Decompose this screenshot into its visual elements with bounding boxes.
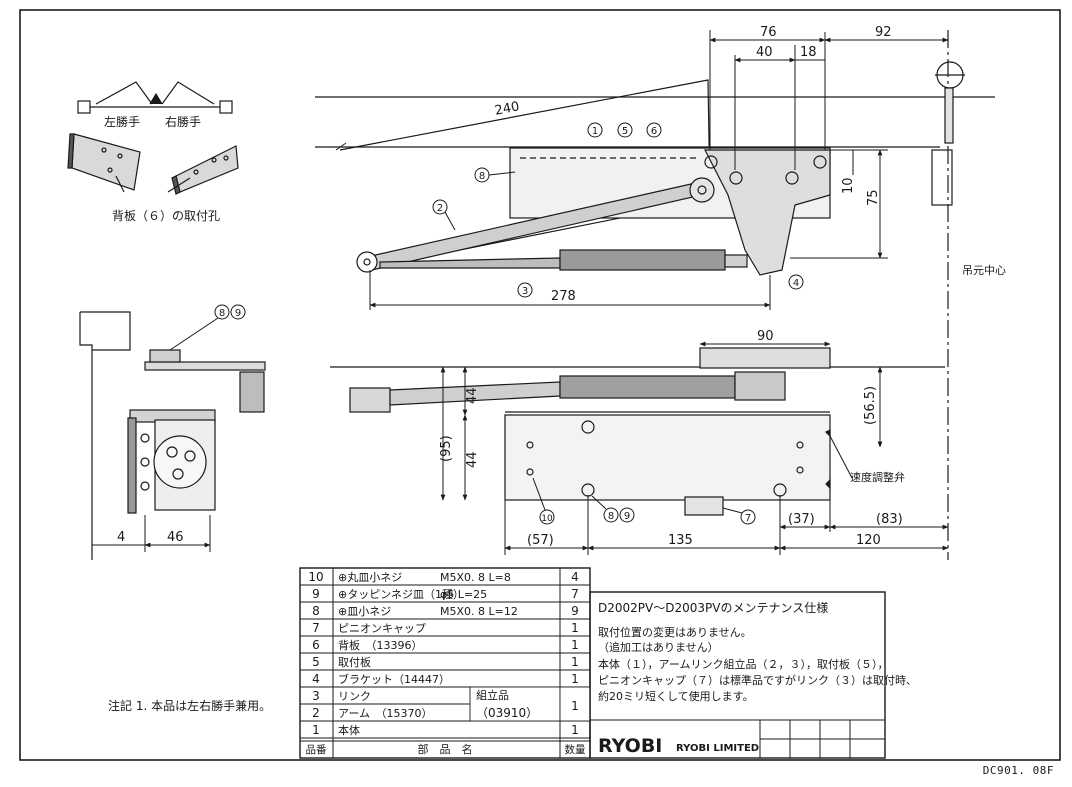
- balloon-1-top: 1: [592, 126, 598, 137]
- parts-table: 10 ⊕丸皿小ネジ M5X0. 8 L=8 4 9 ⊕タッピンネジ皿（1種）φ5 L=25…: [299, 567, 591, 759]
- speed-valve-label: 速度調整弁: [850, 470, 905, 484]
- dim-40: 40: [756, 45, 773, 60]
- parts-row-qty: 1: [571, 638, 579, 652]
- left-hand-label: 左勝手: [104, 114, 140, 129]
- hand-diagram: [67, 81, 239, 195]
- sheet-border: [19, 9, 1061, 761]
- parts-row-name: ⊕皿小ネジ: [338, 605, 391, 618]
- parts-row-name: ピニオンキャップ: [338, 622, 426, 635]
- maintenance-line-1: 取付位置の変更はありません。: [598, 625, 752, 639]
- back-plate-holes-label: 背板（６）の取付孔: [112, 209, 220, 223]
- parts-row-no: 1: [312, 723, 320, 737]
- dim-92: 92: [875, 25, 892, 40]
- balloon-5-top: 5: [622, 126, 628, 137]
- dim-44-lower: 44: [465, 451, 480, 468]
- parts-row-no: 5: [312, 655, 320, 669]
- parts-row-name: 取付板: [338, 655, 371, 669]
- assembly-qty-cell: [559, 686, 591, 722]
- parts-row-name: 背板 （13396）: [338, 638, 423, 652]
- parts-row-name: リンク: [338, 690, 371, 703]
- maintenance-line-4: ピニオンキャップ（７）は標準品ですがリンク（３）は取付時、: [598, 673, 917, 687]
- maintenance-line-2: （追加工はありません）: [598, 640, 719, 654]
- title-block: [589, 591, 886, 759]
- parts-row-no: 8: [312, 604, 320, 618]
- dim-83: (83): [876, 512, 903, 527]
- parts-row-name: ⊕丸皿小ネジ: [338, 571, 402, 584]
- dim-18: 18: [800, 45, 817, 60]
- balloon-7-front: 7: [745, 513, 751, 524]
- maintenance-line-3: 本体（１），アームリンク組立品（２，３），取付板（５），: [598, 657, 889, 671]
- maintenance-title: D2002PV～D2003PVのメンテナンス仕様: [598, 601, 828, 615]
- balloons-front: [532, 477, 756, 525]
- closer-side-view: [79, 311, 266, 560]
- balloon-10-front: 10: [541, 514, 553, 524]
- dim-4: 4: [117, 530, 125, 545]
- parts-row-qty: 9: [571, 604, 579, 618]
- parts-row-qty: 7: [571, 587, 579, 601]
- parts-row-no: 3: [312, 689, 320, 703]
- dim-120: 120: [856, 533, 881, 548]
- balloon-4-top: 4: [793, 278, 799, 289]
- parts-row-no: 10: [308, 570, 323, 584]
- balloon-3-top: 3: [522, 286, 528, 297]
- closer-top-view: [315, 30, 995, 560]
- parts-row-no: 6: [312, 638, 320, 652]
- dim-46: 46: [167, 530, 184, 545]
- closer-front-view: [330, 341, 949, 555]
- parts-row-name: ⊕タッピンネジ皿（1種）: [338, 587, 464, 601]
- parts-row-no: 7: [312, 621, 320, 635]
- parts-row-no: 9: [312, 587, 320, 601]
- parts-row-qty: 1: [571, 672, 579, 686]
- parts-row-name: ブラケット（14447）: [338, 672, 450, 686]
- balloon-8-front: 8: [608, 511, 614, 522]
- dim-57: (57): [527, 533, 554, 548]
- parts-row-qty: 4: [571, 570, 579, 584]
- dim-90: 90: [757, 329, 774, 344]
- assembly-code: （03910）: [476, 706, 538, 720]
- balloon-9-front: 9: [624, 511, 630, 522]
- dim-44-upper: 44: [465, 387, 480, 404]
- parts-row-spec: M5X0. 8 L=12: [440, 605, 518, 618]
- dim-95: (95): [439, 435, 454, 462]
- balloon-6-top: 6: [651, 126, 657, 137]
- balloon-2-top: 2: [437, 203, 443, 214]
- parts-footer-no: 品番: [306, 744, 327, 756]
- dim-240: 240: [494, 99, 521, 118]
- assembly-label: 組立品: [476, 688, 509, 702]
- dim-37: (37): [788, 512, 815, 527]
- hinge-center-label: 吊元中心: [962, 264, 1006, 277]
- parts-row-name: 本体: [338, 723, 360, 737]
- parts-row-name: アーム （15370）: [338, 707, 433, 720]
- balloon-9-side: 9: [235, 308, 241, 319]
- parts-row-spec: M5X0. 8 L=8: [440, 571, 511, 584]
- balloons-top: [432, 122, 804, 298]
- parts-row-spec: φ5 L=25: [440, 588, 487, 601]
- top-dimensions: [335, 30, 949, 310]
- note-text: 注記 1. 本品は左右勝手兼用。: [108, 698, 271, 713]
- dim-56-5: (56.5): [863, 386, 878, 425]
- dim-10: 10: [841, 177, 856, 194]
- parts-footer-qty: 数量: [565, 743, 586, 756]
- parts-row-qty: 1: [571, 723, 579, 737]
- dim-135: 135: [668, 533, 693, 548]
- ryobi-logo: RYOBI: [598, 735, 662, 757]
- dim-76: 76: [760, 25, 777, 40]
- balloons-side: [169, 304, 246, 351]
- company-name: RYOBI LIMITED: [676, 743, 759, 754]
- dim-75: 75: [866, 189, 881, 206]
- parts-footer-name: 部 品 名: [418, 742, 473, 756]
- parts-row-no: 4: [312, 672, 320, 686]
- document-code: DC901. 08F: [982, 764, 1054, 777]
- maintenance-line-5: 約20ミリ短くして使用します。: [598, 689, 754, 703]
- dim-278: 278: [551, 289, 576, 304]
- parts-row-no: 2: [312, 706, 320, 720]
- balloon-8-top: 8: [479, 171, 485, 182]
- parts-row-qty: 1: [571, 621, 579, 635]
- parts-row-qty: 1: [571, 655, 579, 669]
- assembly-qty: 1: [571, 699, 579, 713]
- right-hand-label: 右勝手: [165, 114, 201, 129]
- balloon-8-side: 8: [219, 308, 225, 319]
